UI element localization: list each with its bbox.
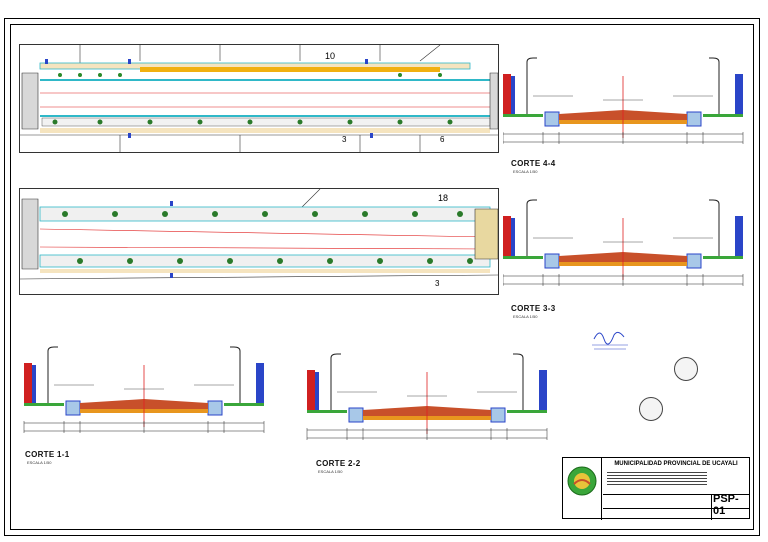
title-block-divider	[711, 494, 712, 520]
sheet-code-cell: PSP-01	[713, 493, 749, 517]
signature-drawing	[592, 331, 628, 350]
title-block-divider	[601, 458, 602, 520]
section-title: CORTE 2-2	[316, 459, 361, 468]
institution-name: MUNICIPALIDAD PROVINCIAL DE UCAYALI	[614, 461, 738, 467]
section-corte-3-3	[503, 198, 749, 298]
sheet-code: PSP-01	[713, 493, 739, 517]
section-title: CORTE 3-3	[511, 304, 556, 313]
section-corte-3-3-drawing	[503, 199, 744, 287]
section-scale: ESCALA 1/50	[513, 314, 538, 319]
title-block: MUNICIPALIDAD PROVINCIAL DE UCAYALI PSP-…	[562, 457, 750, 520]
section-title: CORTE 1-1	[25, 450, 70, 459]
sheet-border-inner	[10, 24, 754, 530]
signature-stamp	[590, 325, 630, 353]
official-seal-2	[639, 397, 663, 421]
plan-view-2-drawing	[20, 189, 498, 280]
section-corte-1-1-drawing	[23, 346, 265, 434]
project-description	[603, 470, 711, 490]
official-seal-1	[674, 357, 698, 381]
plan-1-lot-label-bottom-2: 6	[440, 135, 445, 144]
section-corte-4-4	[503, 56, 749, 156]
section-scale: ESCALA 1/50	[27, 460, 52, 465]
plan-1-lot-label-top: 10	[325, 51, 336, 61]
section-corte-2-2-drawing	[306, 353, 548, 441]
section-corte-1-1	[15, 345, 279, 445]
plan-2-lot-label-bottom: 3	[435, 279, 440, 288]
section-corte-2-2	[305, 352, 555, 452]
plan-view-1-drawing	[20, 45, 498, 152]
logo-icon	[567, 466, 597, 496]
plan-2-lot-label-top: 18	[438, 193, 449, 203]
title-block-logo	[567, 466, 597, 496]
plan-view-1: 10 3 6	[19, 44, 499, 153]
title-block-divider	[603, 508, 749, 509]
section-scale: ESCALA 1/50	[513, 169, 538, 174]
title-block-divider	[603, 494, 749, 495]
section-scale: ESCALA 1/50	[318, 469, 343, 474]
plan-view-2: 18 3	[19, 188, 499, 295]
section-corte-4-4-drawing	[503, 57, 744, 145]
sheet-border-outer	[4, 18, 760, 536]
section-title: CORTE 4-4	[511, 159, 556, 168]
plan-1-lot-label-bottom-1: 3	[342, 135, 347, 144]
